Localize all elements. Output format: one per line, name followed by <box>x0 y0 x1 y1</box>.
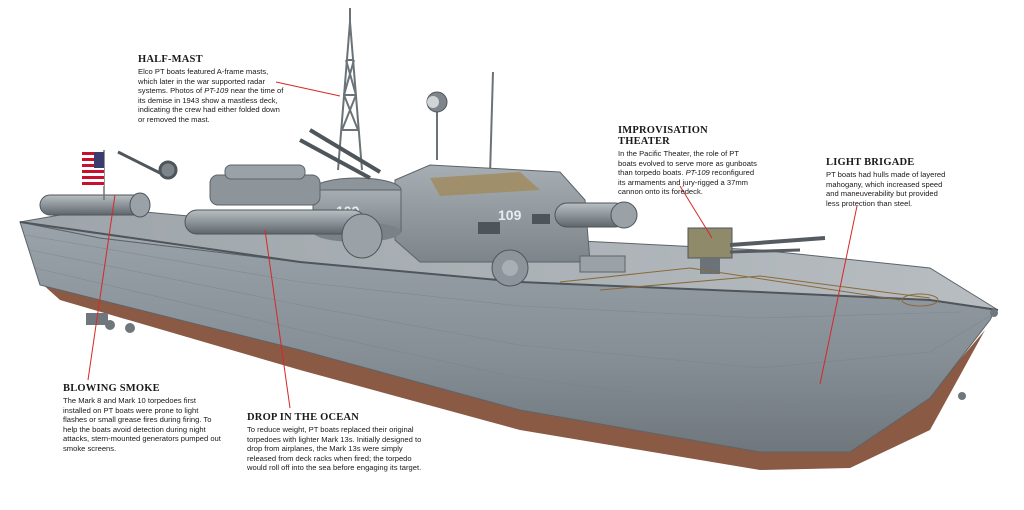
engine-block <box>209 164 321 206</box>
callout-title: LIGHT BRIGADE <box>826 157 915 168</box>
leader-lines <box>87 81 858 409</box>
callout-drop-in-the-ocean: DROP IN THE OCEAN To reduce weight, PT b… <box>247 412 422 473</box>
a-frame-mast <box>337 8 363 171</box>
deck-canvas <box>430 172 540 196</box>
callout-body: PT boats had hulls made of layered mahog… <box>826 170 946 208</box>
torpedo-aft-port <box>39 192 151 218</box>
callout-blowing-smoke: BLOWING SMOKE The Mark 8 and Mark 10 tor… <box>63 383 223 454</box>
leader-drop-ocean <box>264 229 291 409</box>
leader-half-mast <box>275 81 341 97</box>
deck-rigging <box>559 267 939 307</box>
callout-title: DROP IN THE OCEAN <box>247 412 360 423</box>
stern-gun <box>117 150 178 180</box>
callout-body: To reduce weight, PT boats replaced thei… <box>247 425 422 473</box>
callout-light-brigade: LIGHT BRIGADE PT boats had hulls made of… <box>826 157 948 208</box>
torpedo-mid <box>184 209 383 259</box>
callout-body: In the Pacific Theater, the role of PT b… <box>618 149 757 197</box>
callout-title: IMPROVISATION THEATER <box>618 125 708 147</box>
bow-fitting <box>990 309 998 317</box>
hull-planking <box>24 234 991 409</box>
bow-fitting <box>958 392 966 400</box>
searchlight <box>426 91 448 160</box>
antenna <box>489 71 494 176</box>
callout-title: BLOWING SMOKE <box>63 383 160 394</box>
leader-improvisation <box>679 185 713 239</box>
us-flag <box>82 150 105 200</box>
leader-light-brigade <box>819 205 858 385</box>
leader-blowing-smoke <box>87 194 116 381</box>
callout-title: HALF-MAST <box>138 54 203 65</box>
callout-half-mast: HALF-MAST Elco PT boats featured A-frame… <box>138 54 288 125</box>
cabin-window <box>532 214 550 224</box>
hull-number-cabin: 109 <box>498 207 522 223</box>
callout-body: The Mark 8 and Mark 10 torpedoes first i… <box>63 396 221 453</box>
callout-body: Elco PT boats featured A-frame masts, wh… <box>138 67 284 124</box>
deck-crate <box>579 255 626 273</box>
torpedo-forward <box>554 201 638 229</box>
callout-improvisation-theater: IMPROVISATION THEATER In the Pacific The… <box>618 125 758 197</box>
smoke-generator <box>491 249 529 287</box>
cabin-window <box>478 222 500 234</box>
